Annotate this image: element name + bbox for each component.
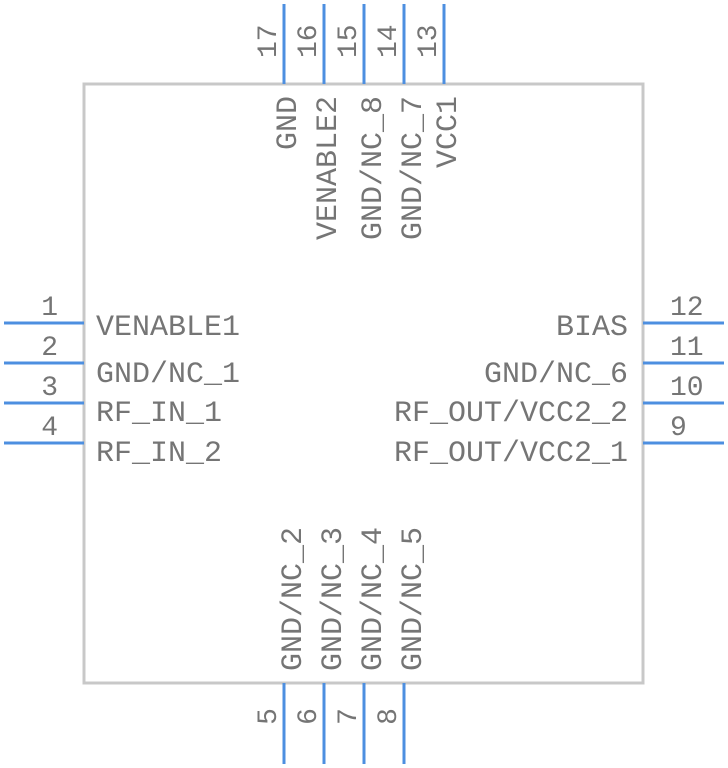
- pin-number: 13: [414, 24, 445, 58]
- pin-label: GND/NC_6: [484, 358, 628, 392]
- pin-label: RF_OUT/VCC2_1: [394, 437, 628, 471]
- pin-number: 17: [254, 24, 285, 58]
- pin-13: 13 VCC1: [414, 4, 466, 168]
- pin-1: 1 VENABLE1: [4, 293, 240, 345]
- pin-number: 2: [41, 333, 58, 364]
- pin-12: 12 BIAS: [556, 293, 724, 345]
- pin-11: 11 GND/NC_6: [484, 333, 724, 392]
- pin-9: 9 RF_OUT/VCC2_1: [394, 413, 724, 471]
- pin-number: 16: [294, 24, 325, 58]
- pin-label: VENABLE2: [312, 96, 346, 240]
- pin-label: GND/NC_3: [317, 527, 351, 671]
- pin-15: 15 GND/NC_8: [334, 4, 391, 240]
- pin-label: GND/NC_4: [357, 527, 391, 671]
- pin-number: 8: [374, 708, 405, 725]
- right-pin-group: 12 BIAS 11 GND/NC_6 10 RF_OUT/VCC2_2 9 R…: [394, 293, 724, 471]
- pin-label: GND: [272, 96, 306, 150]
- pin-label: RF_IN_1: [96, 397, 222, 431]
- pin-number: 3: [41, 373, 58, 404]
- pin-8: 8 GND/NC_5: [374, 527, 431, 764]
- pin-16: 16 VENABLE2: [294, 4, 346, 240]
- pin-number: 10: [670, 373, 704, 404]
- pin-label: GND/NC_8: [357, 96, 391, 240]
- pin-number: 5: [254, 708, 285, 725]
- pin-number: 12: [670, 293, 704, 324]
- pin-label: GND/NC_2: [277, 527, 311, 671]
- pin-number: 15: [334, 24, 365, 58]
- pin-number: 6: [294, 708, 325, 725]
- pin-label: VENABLE1: [96, 311, 240, 345]
- pin-number: 1: [41, 293, 58, 324]
- pin-number: 9: [670, 413, 687, 444]
- left-pin-group: 1 VENABLE1 2 GND/NC_1 3 RF_IN_1 4 RF_IN_…: [4, 293, 240, 471]
- pin-label: RF_OUT/VCC2_2: [394, 397, 628, 431]
- component-body: [82, 82, 645, 685]
- pin-10: 10 RF_OUT/VCC2_2: [394, 373, 724, 431]
- pin-4: 4 RF_IN_2: [4, 413, 222, 471]
- pin-14: 14 GND/NC_7: [374, 4, 431, 240]
- bottom-pin-group: 5 GND/NC_2 6 GND/NC_3 7 GND/NC_4 8 GND/N…: [254, 527, 431, 764]
- pin-number: 11: [670, 333, 704, 364]
- pin-number: 14: [374, 24, 405, 58]
- pin-6: 6 GND/NC_3: [294, 527, 351, 764]
- pin-label: GND/NC_5: [397, 527, 431, 671]
- pin-label: RF_IN_2: [96, 437, 222, 471]
- top-pin-group: 17 GND 16 VENABLE2 15 GND/NC_8 14 GND/NC…: [254, 4, 466, 240]
- pin-label: GND/NC_1: [96, 358, 240, 392]
- pin-label: GND/NC_7: [397, 96, 431, 240]
- pin-17: 17 GND: [254, 4, 306, 150]
- pin-label: VCC1: [432, 96, 466, 168]
- pin-3: 3 RF_IN_1: [4, 373, 222, 431]
- pin-5: 5 GND/NC_2: [254, 527, 311, 764]
- pin-2: 2 GND/NC_1: [4, 333, 240, 392]
- pin-label: BIAS: [556, 311, 628, 345]
- pin-number: 7: [334, 708, 365, 725]
- pin-number: 4: [41, 413, 58, 444]
- pin-7: 7 GND/NC_4: [334, 527, 391, 764]
